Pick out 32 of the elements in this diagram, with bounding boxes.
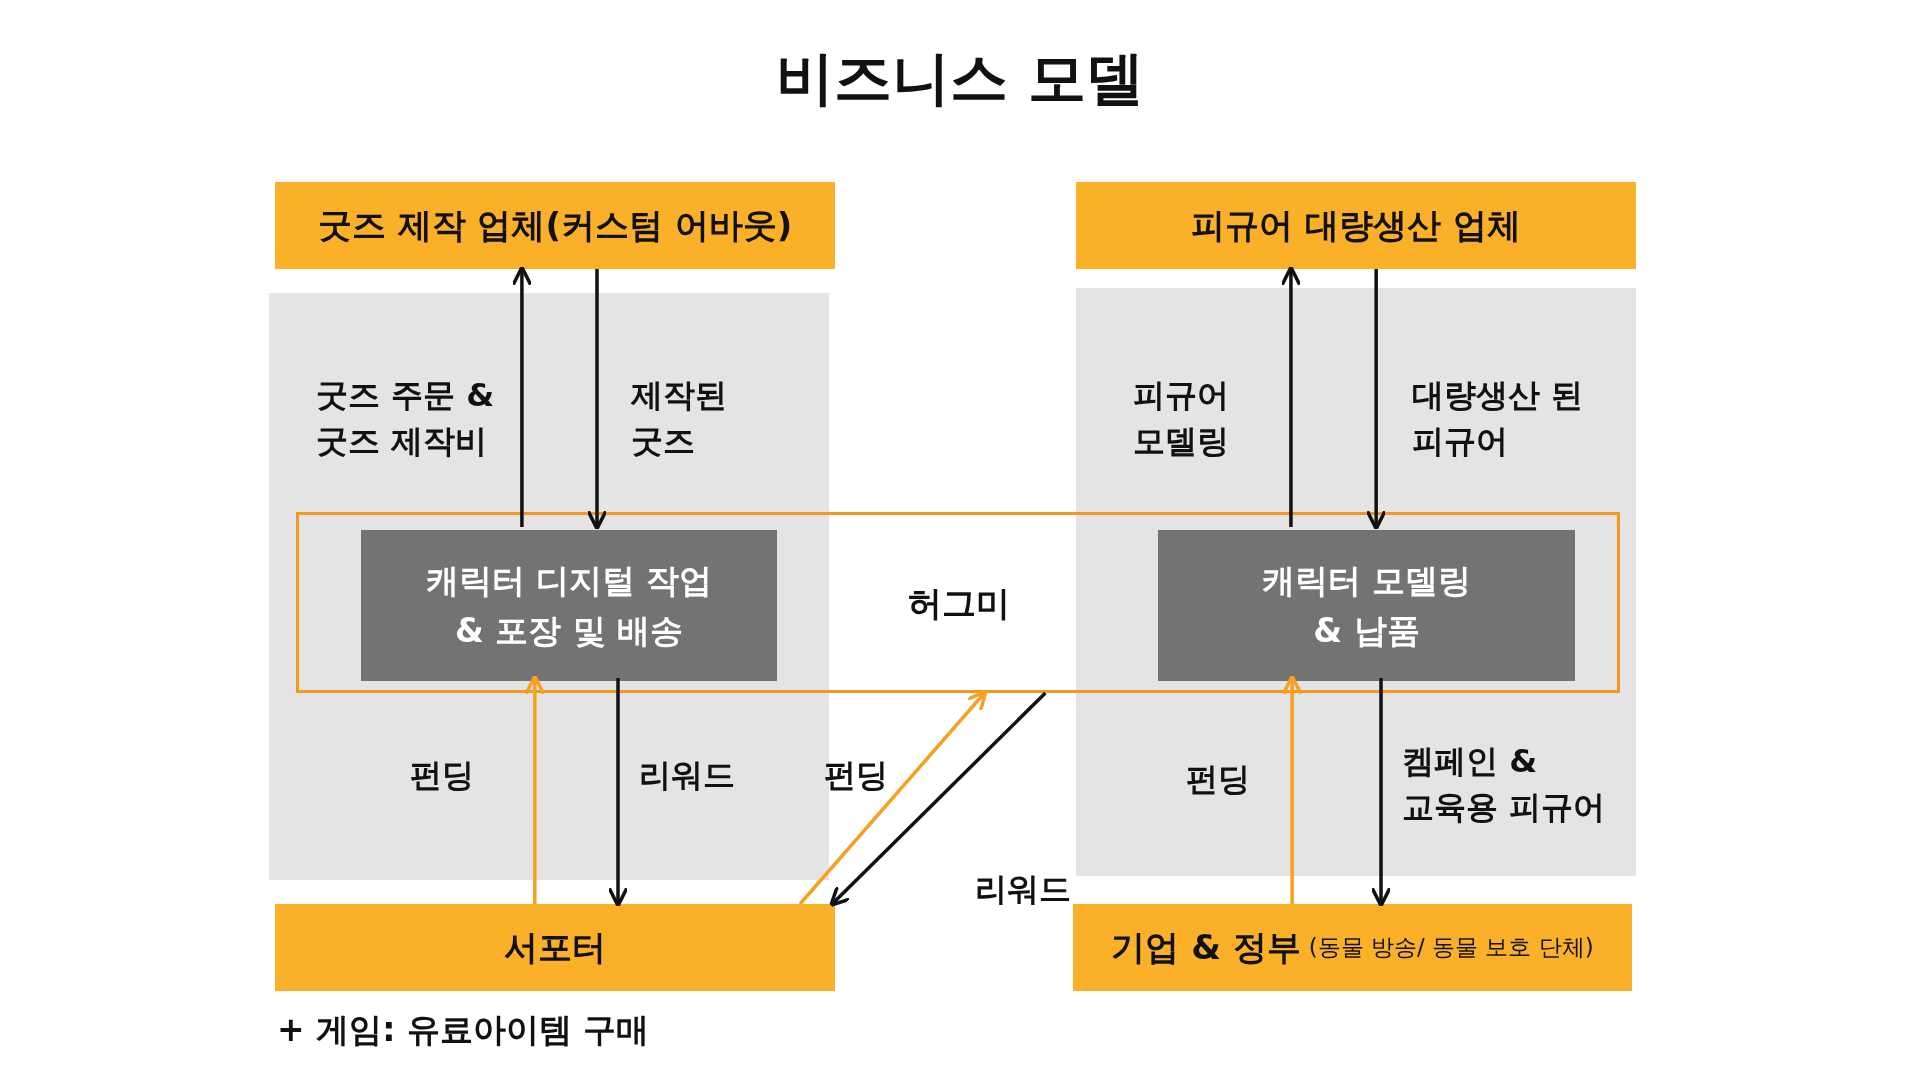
arrow xyxy=(1281,674,1303,904)
edge-label: 피규어 모델링 xyxy=(1133,375,1230,463)
arrow xyxy=(607,678,629,908)
box-subtitle: (동물 방송/ 동물 보호 단체) xyxy=(1308,933,1594,962)
arrow xyxy=(798,689,988,906)
edge-label: 펀딩 xyxy=(823,755,889,796)
process-box: 캐릭터 디지털 작업 & 포장 및 배송 xyxy=(361,530,777,681)
edge-label: 제작된 굿즈 xyxy=(631,375,728,463)
edge-label: 굿즈 주문 & 굿즈 제작비 xyxy=(316,375,496,463)
title: 비즈니스 모델 xyxy=(774,43,1146,114)
process-box: 캐릭터 모델링 & 납품 xyxy=(1158,530,1575,681)
arrow xyxy=(511,265,533,527)
edge-label: 리워드 xyxy=(639,755,736,796)
center-label: 허그미 xyxy=(907,582,1011,625)
arrow xyxy=(586,269,608,531)
arrow xyxy=(1280,265,1302,527)
outline-frame xyxy=(296,512,1620,693)
note: + 게임: 유료아이템 구매 xyxy=(277,1009,650,1051)
edge-label: 대량생산 된 피규어 xyxy=(1412,375,1585,463)
label-box: 서포터 xyxy=(275,904,835,991)
label-box: 굿즈 제작 업체(커스텀 어바웃) xyxy=(275,182,835,269)
arrow xyxy=(1370,678,1392,908)
label-box xyxy=(1073,904,1632,991)
box-title: 기업 & 정부 xyxy=(1111,925,1301,969)
edge-label: 펀딩 xyxy=(409,755,475,796)
edge-label: 펀딩 xyxy=(1185,759,1251,800)
arrow xyxy=(524,674,546,904)
arrow xyxy=(1365,269,1387,531)
edge-label: 켐페인 & 교육용 피규어 xyxy=(1402,741,1607,829)
edge-label: 리워드 xyxy=(975,869,1072,910)
arrow xyxy=(829,691,1047,907)
label-box: 피규어 대량생산 업체 xyxy=(1076,182,1636,269)
